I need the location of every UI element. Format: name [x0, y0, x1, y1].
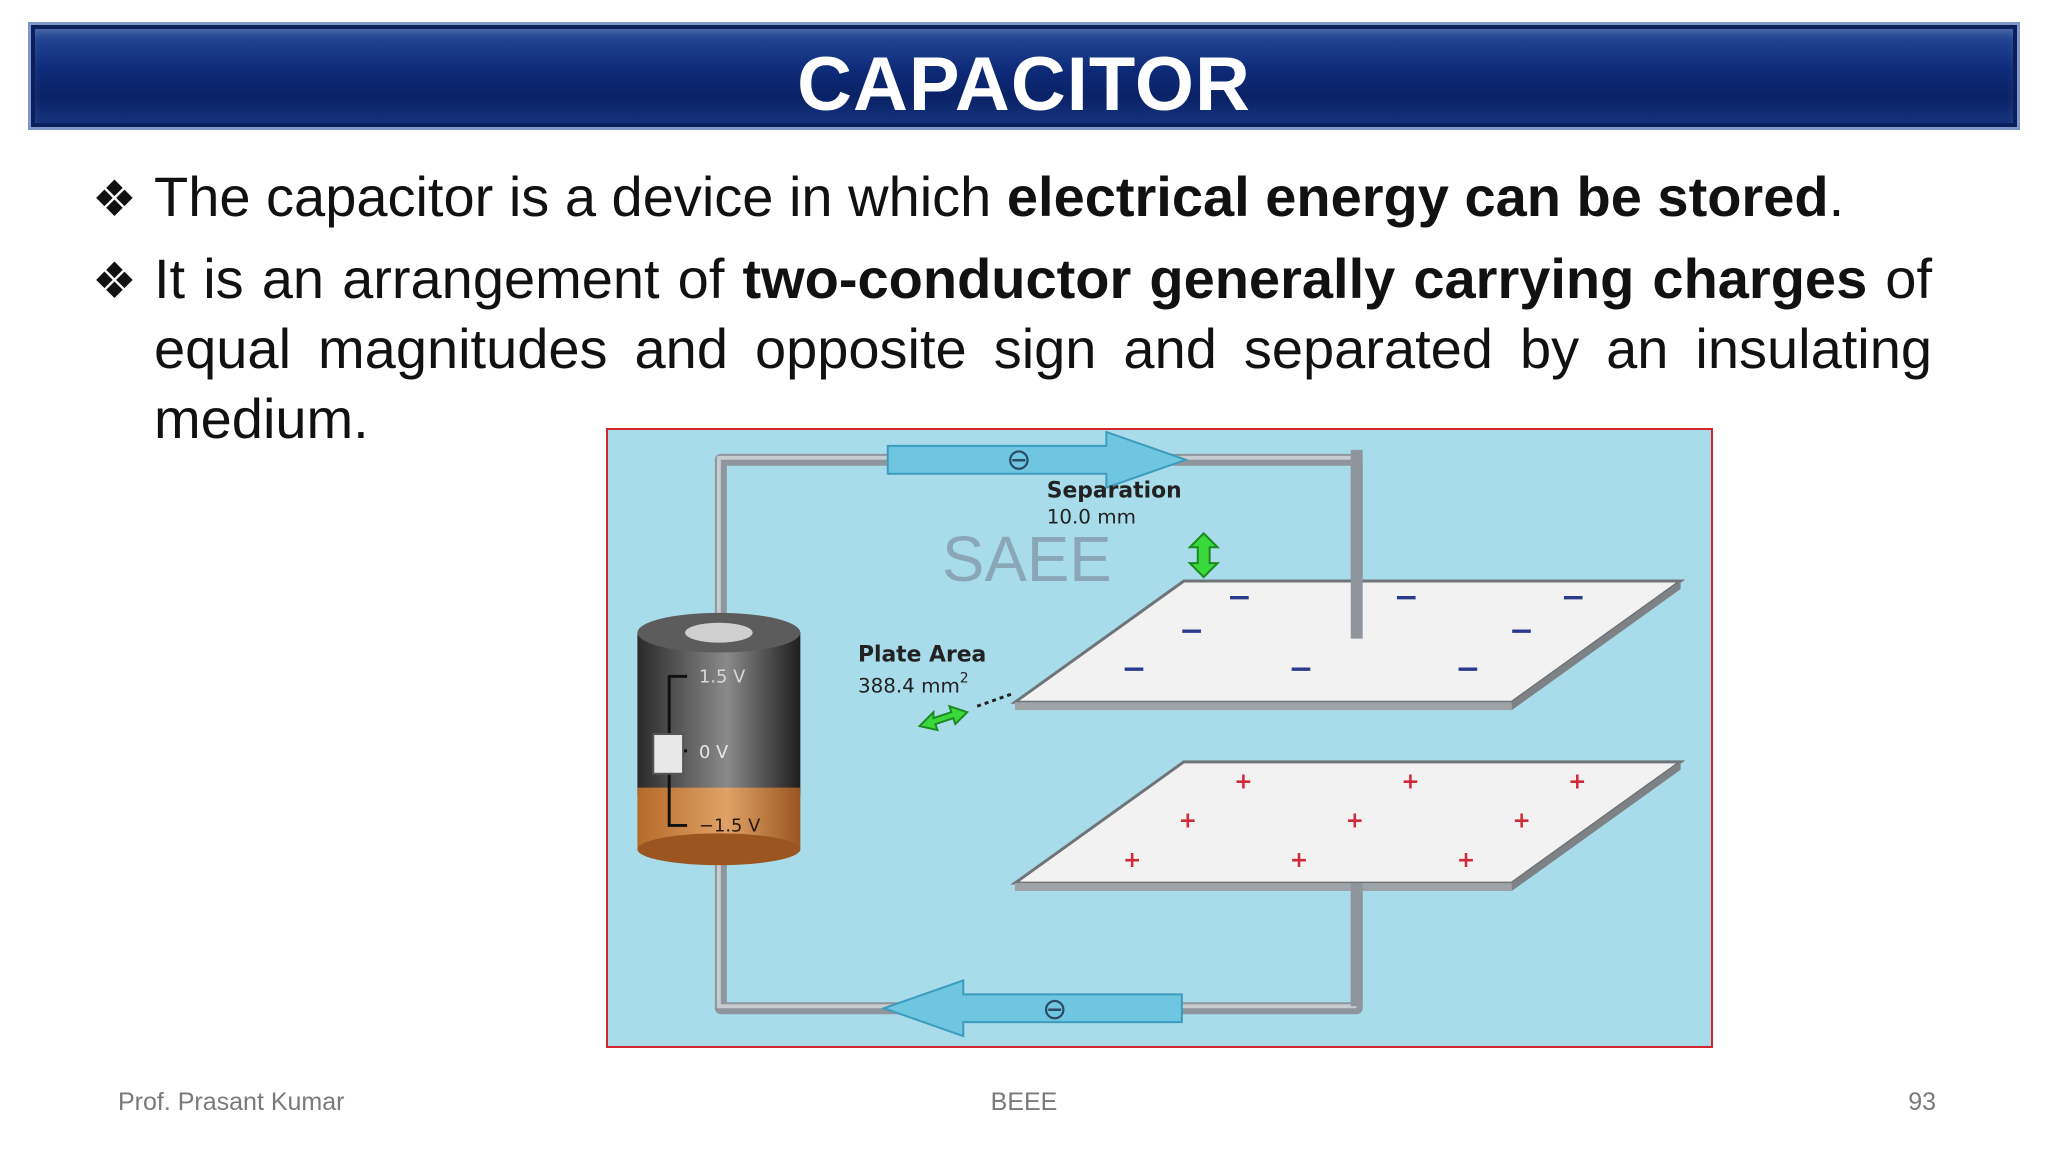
battery-icon: 1.5 V 0 V −1.5 V — [637, 612, 801, 866]
electron-symbol-bottom: ⊖ — [1042, 992, 1067, 1027]
battery-top-label: 1.5 V — [699, 666, 746, 687]
bullet-item-2: ❖ It is an arrangement of two-conductor … — [92, 244, 1932, 454]
positive-charges: + + + + + + + + + — [1123, 770, 1586, 873]
positive-charge: + — [1346, 808, 1364, 833]
footer-author: Prof. Prasant Kumar — [118, 1088, 345, 1116]
separation-value: 10.0 mm — [1047, 505, 1136, 528]
bullet-marker-icon: ❖ — [92, 253, 137, 309]
footer-page-number: 93 — [1908, 1088, 1936, 1116]
positive-charge: + — [1290, 848, 1308, 873]
positive-charge: + — [1179, 808, 1197, 833]
electron-flow-arrow-bottom: ⊖ — [880, 979, 1183, 1038]
footer-course: BEEE — [990, 1088, 1058, 1116]
bullet-marker-icon: ❖ — [92, 171, 137, 227]
bullet-2-text-b: two-conductor generally carrying charges — [742, 247, 1868, 310]
negative-charge: − — [1122, 651, 1147, 686]
positive-charge: + — [1512, 808, 1530, 833]
electron-flow-arrow-top: ⊖ — [886, 430, 1189, 490]
plate-area-label: Plate Area — [858, 642, 986, 667]
negative-charge: − — [1179, 614, 1204, 649]
slide-title: CAPACITOR — [797, 42, 1251, 127]
negative-charge: − — [1509, 614, 1534, 649]
separation-label: Separation — [1047, 479, 1182, 504]
negative-charge: − — [1456, 651, 1481, 686]
battery-mid-label: 0 V — [699, 742, 729, 763]
negative-charges: − − − − − − − − — [1122, 580, 1586, 687]
negative-charge: − — [1394, 580, 1419, 615]
watermark-text: SAEE — [942, 524, 1112, 595]
plate-area-arrow-icon — [917, 692, 1012, 732]
electron-symbol-top: ⊖ — [1006, 443, 1031, 478]
positive-charge: + — [1123, 848, 1141, 873]
battery-slider-handle — [652, 733, 685, 775]
bullet-item-1: ❖ The capacitor is a device in which ele… — [92, 162, 1932, 232]
bullet-1-text-c: . — [1828, 165, 1845, 228]
plate-area-value: 388.4 mm2 — [858, 670, 969, 697]
top-plate — [1010, 579, 1686, 711]
bullet-2-text-c: of equal magnitudes and opposite sign an… — [154, 247, 1933, 450]
capacitor-diagram-svg: ⊖ ⊖ SAEE Separation 10.0 mm Plate Area 3… — [637, 430, 1686, 1038]
capacitor-diagram: ⊖ ⊖ SAEE Separation 10.0 mm Plate Area 3… — [606, 428, 1713, 1048]
bullet-1-text-a: The capacitor is a device in which — [154, 165, 1007, 228]
bullet-list: ❖ The capacitor is a device in which ele… — [92, 162, 1932, 466]
positive-charge: + — [1457, 848, 1475, 873]
negative-charge: − — [1227, 580, 1252, 615]
battery-bottom-label: −1.5 V — [699, 815, 761, 836]
bullet-2-text-a: It is an arrangement of — [154, 247, 743, 310]
positive-charge: + — [1234, 770, 1252, 795]
bullet-1-text-b: electrical energy can be stored — [1006, 165, 1829, 228]
title-bar: CAPACITOR — [28, 22, 2020, 130]
positive-charge: + — [1401, 770, 1419, 795]
bottom-plate — [1010, 760, 1686, 892]
negative-charge: − — [1561, 580, 1586, 615]
negative-charge: − — [1289, 651, 1314, 686]
positive-charge: + — [1568, 770, 1586, 795]
